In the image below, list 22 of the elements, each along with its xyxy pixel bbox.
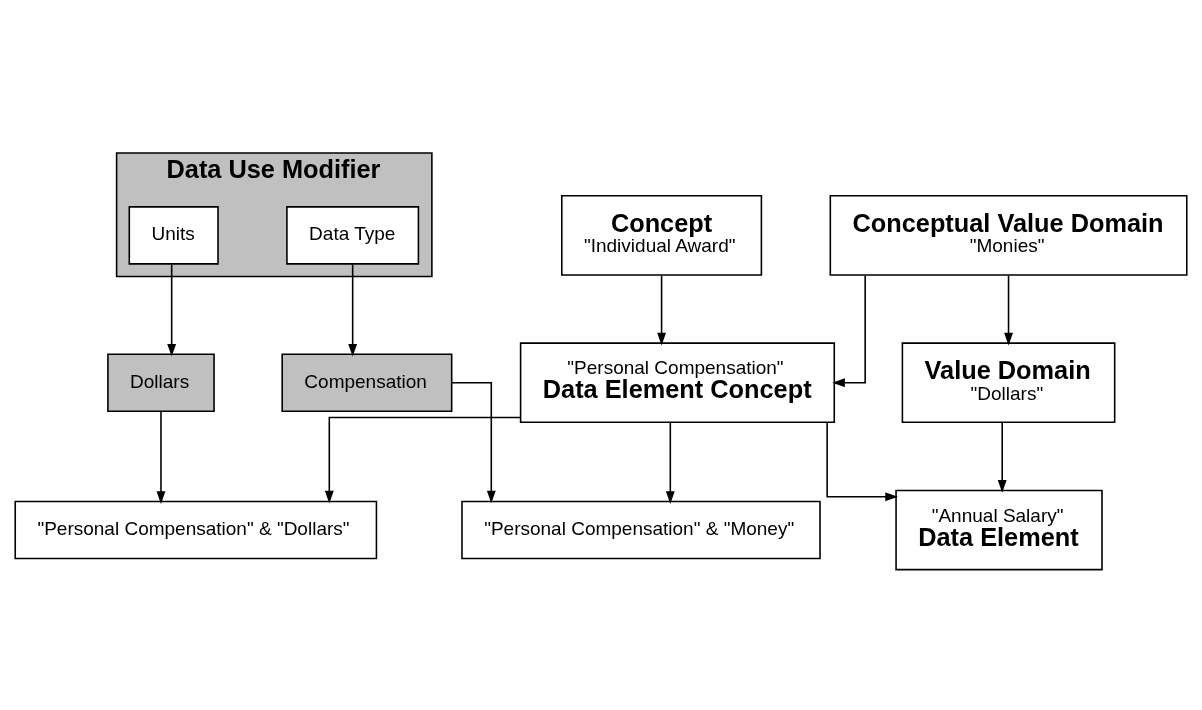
node-box: Compensation	[281, 353, 453, 413]
arrow	[1004, 274, 1013, 346]
node-box: "Annual Salary" Data Element	[895, 489, 1103, 571]
node-box: Conceptual Value Domain "Monies"	[829, 195, 1188, 276]
node-box: Units	[128, 206, 219, 265]
arrow	[156, 411, 166, 504]
arrow	[665, 422, 675, 504]
node-box: Dollars	[107, 353, 215, 413]
arrow	[832, 274, 866, 388]
arrow	[324, 416, 521, 504]
node-box: Data Type	[286, 206, 420, 265]
arrow	[657, 274, 667, 346]
node-box: "Personal Compensation" & "Dollars"	[14, 500, 378, 560]
arrow	[167, 263, 177, 357]
node-box: Concept "Individual Award"	[561, 195, 763, 276]
node-box: "Personal Compensation" & "Money"	[461, 500, 821, 560]
node-box: Value Domain "Dollars"	[901, 342, 1116, 424]
arrow	[826, 421, 898, 502]
node-box: "Personal Compensation" Data Element Concept	[519, 342, 836, 424]
arrow	[997, 422, 1007, 493]
arrow	[451, 381, 496, 504]
arrow	[348, 263, 358, 357]
